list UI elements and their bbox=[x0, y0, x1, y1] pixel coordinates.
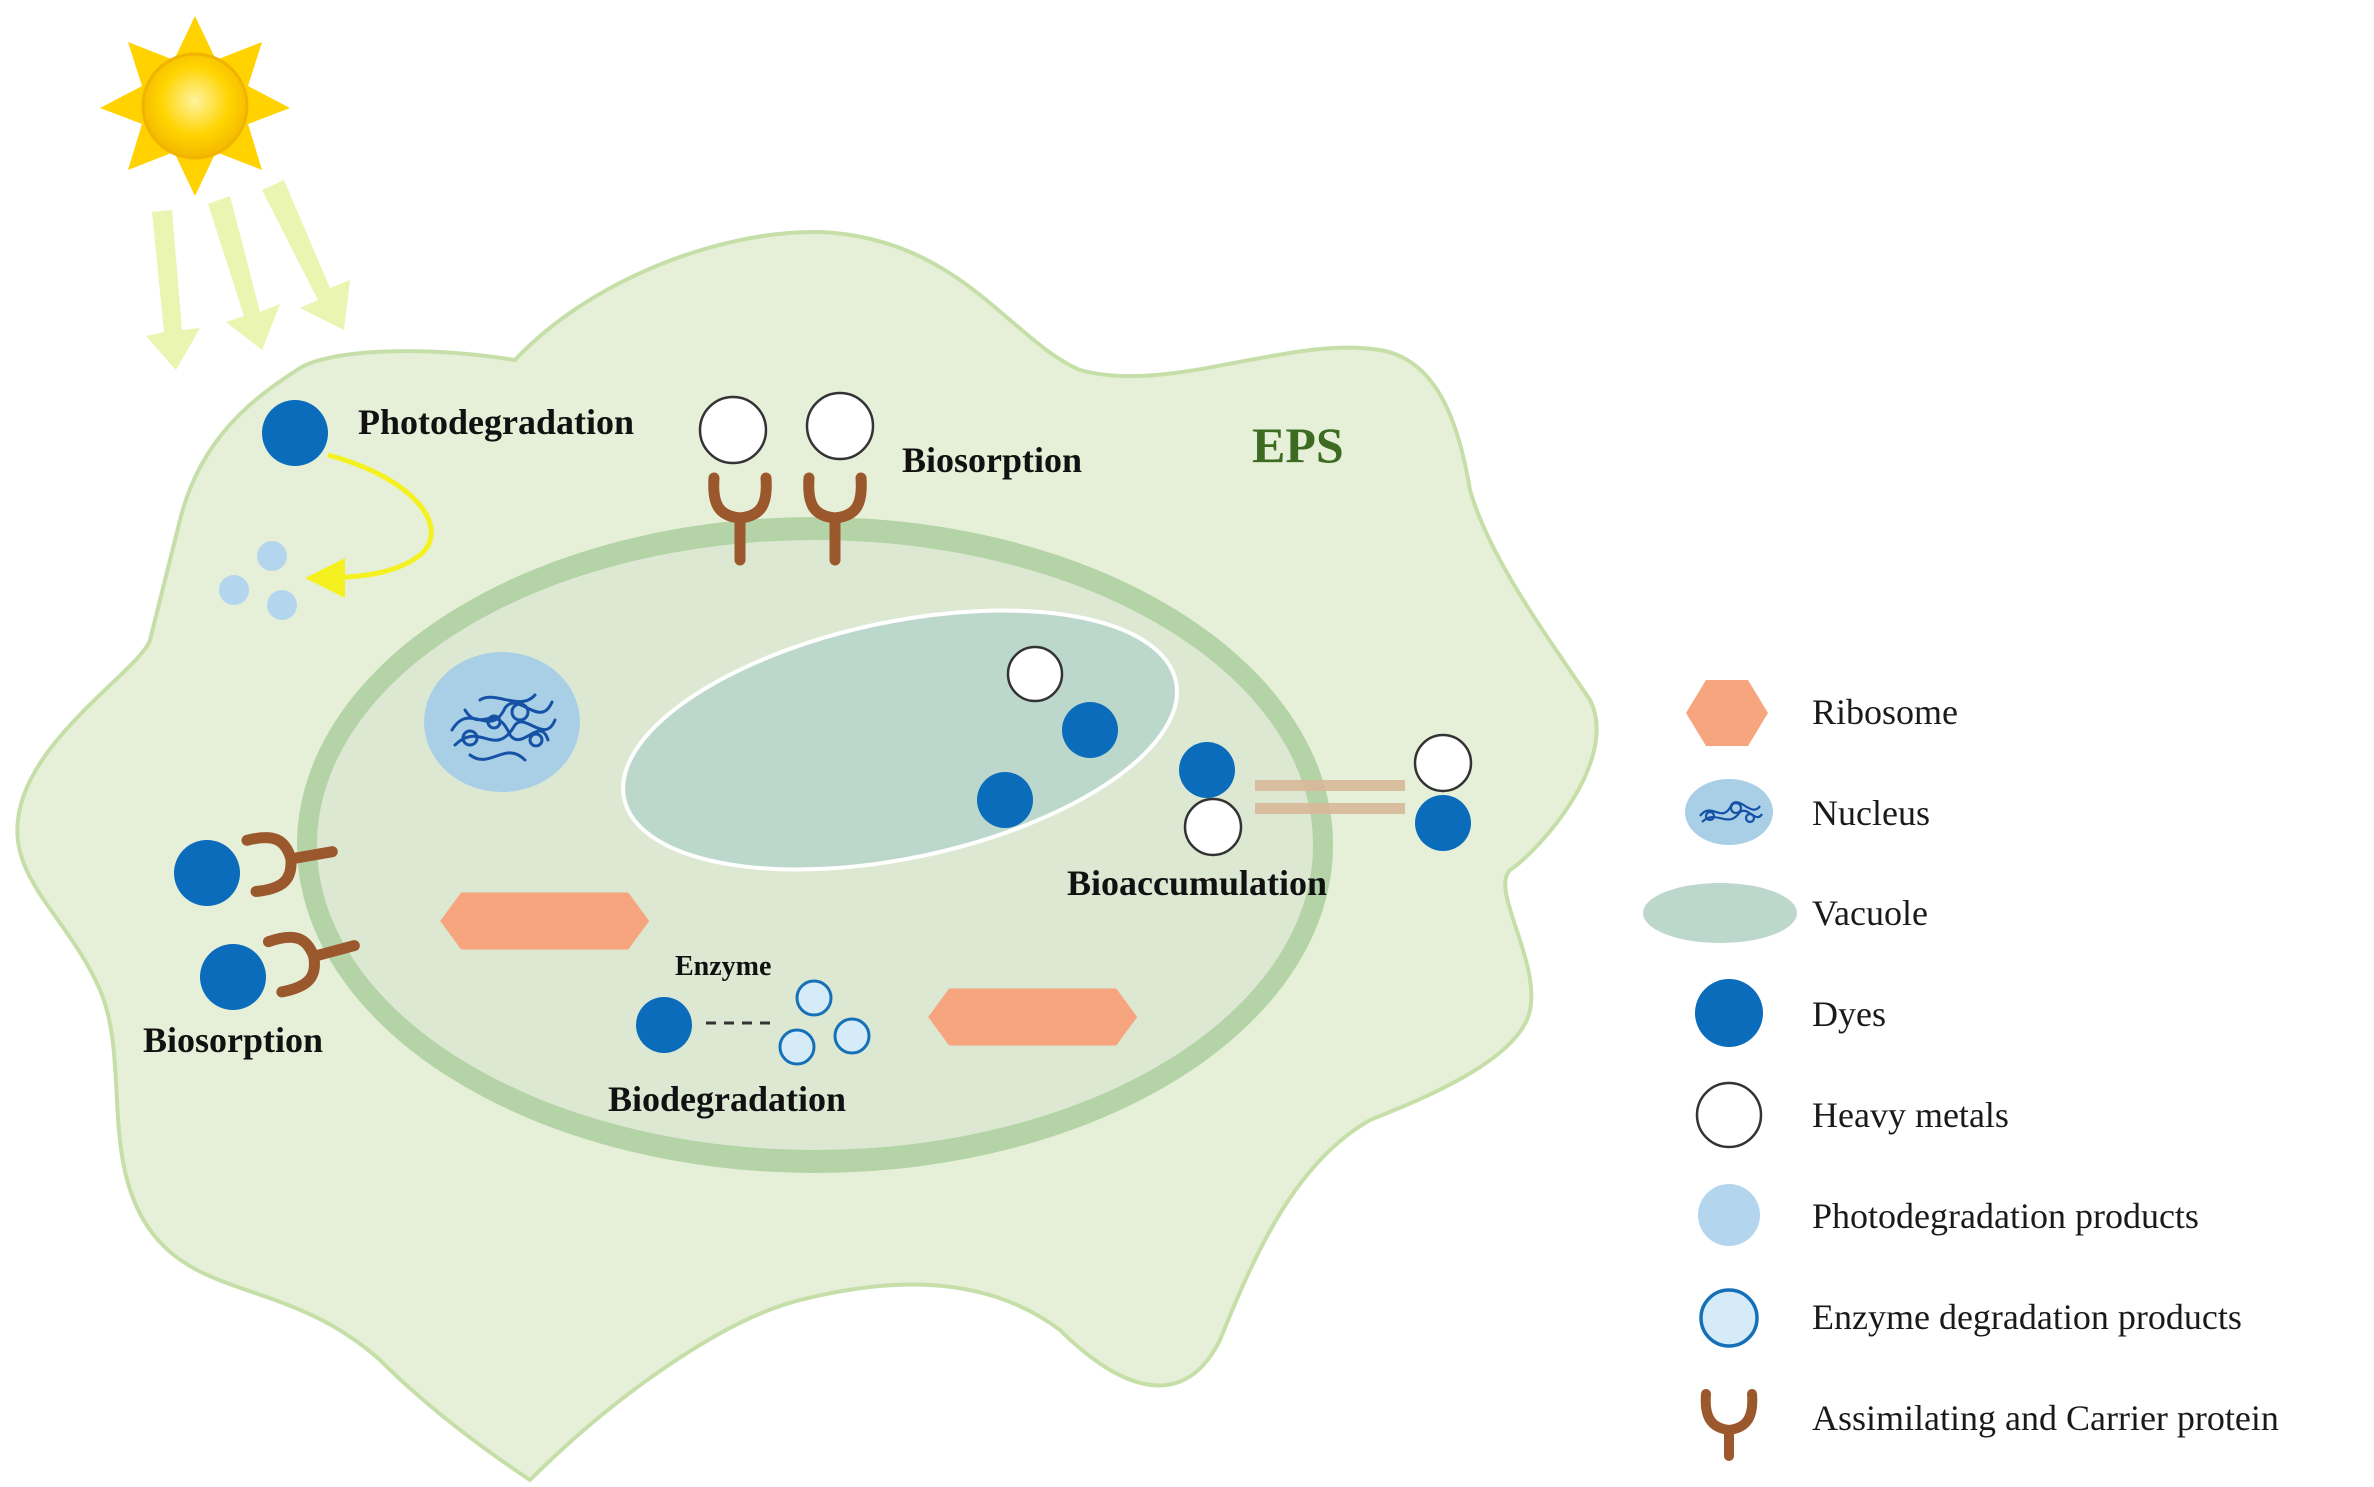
enzyme-degradation-product-icon bbox=[1699, 1288, 1759, 1348]
dye-bioaccumulation-out bbox=[1415, 795, 1471, 851]
photodegradation-products bbox=[219, 541, 297, 620]
legend-label-carrier-protein: Assimilating and Carrier protein bbox=[1812, 1398, 2279, 1438]
legend-item-heavy-metals: Heavy metals bbox=[1695, 1081, 2009, 1149]
label-enzyme: Enzyme bbox=[675, 951, 771, 982]
dna-icon bbox=[450, 693, 557, 762]
vacuole-icon bbox=[1643, 883, 1797, 943]
dye-biosorption-1 bbox=[174, 840, 240, 906]
ribosome-icon bbox=[1686, 680, 1768, 746]
ribosome-cluster-2 bbox=[928, 988, 1138, 1046]
legend-label-heavy-metals: Heavy metals bbox=[1812, 1095, 2009, 1135]
ribosome-cluster-1 bbox=[440, 892, 650, 950]
heavy-metal-top-2 bbox=[805, 391, 875, 461]
photodegradation-arrow bbox=[305, 452, 434, 598]
legend-label-enzyme-degradation-products: Enzyme degradation products bbox=[1812, 1297, 2242, 1337]
carrier-protein-icon bbox=[1700, 1389, 1758, 1461]
legend-item-photodegradation-products: Photodegradation products bbox=[1698, 1184, 2199, 1246]
label-photodegradation: Photodegradation bbox=[358, 402, 634, 442]
enzyme-degradation-products bbox=[778, 979, 871, 1066]
legend-item-nucleus: Nucleus bbox=[1685, 779, 1930, 845]
dye-biodegradation bbox=[636, 997, 692, 1053]
label-biodegradation: Biodegradation bbox=[608, 1079, 846, 1119]
label-bioaccumulation: Bioaccumulation bbox=[1067, 863, 1327, 903]
legend-label-vacuole: Vacuole bbox=[1812, 893, 1928, 933]
label-biosorption-left: Biosorption bbox=[143, 1020, 323, 1060]
legend-label-ribosome: Ribosome bbox=[1812, 692, 1958, 732]
legend-item-carrier-protein: Assimilating and Carrier protein bbox=[1700, 1389, 2279, 1461]
dye-bioaccumulation-in bbox=[1179, 742, 1235, 798]
sun-icon bbox=[100, 16, 290, 196]
nucleus bbox=[424, 652, 580, 792]
legend-item-dyes: Dyes bbox=[1695, 979, 1886, 1047]
heavy-metal-bioaccumulation-out bbox=[1413, 733, 1473, 793]
dye-photodegradation bbox=[262, 400, 328, 466]
dye-biosorption-2 bbox=[200, 944, 266, 1010]
transport-channel bbox=[1255, 780, 1405, 814]
dye-vacuole-1 bbox=[1062, 702, 1118, 758]
legend: Ribosome Nucleus Vacuole Dyes bbox=[1643, 680, 2279, 1461]
photodegradation-product-icon bbox=[1698, 1184, 1760, 1246]
legend-label-nucleus: Nucleus bbox=[1812, 793, 1930, 833]
dye-vacuole-2 bbox=[977, 772, 1033, 828]
sunlight-rays bbox=[146, 180, 350, 370]
dye-icon bbox=[1695, 979, 1763, 1047]
heavy-metal-icon bbox=[1695, 1081, 1763, 1149]
legend-label-dyes: Dyes bbox=[1812, 994, 1886, 1034]
legend-item-ribosome: Ribosome bbox=[1686, 680, 1958, 746]
label-biosorption-top: Biosorption bbox=[902, 440, 1082, 480]
nucleus-icon bbox=[1685, 779, 1773, 845]
label-eps: EPS bbox=[1252, 417, 1344, 473]
heavy-metal-vacuole bbox=[1006, 645, 1064, 703]
legend-label-photodegradation-products: Photodegradation products bbox=[1812, 1196, 2199, 1236]
heavy-metal-bioaccumulation-in bbox=[1183, 797, 1243, 857]
legend-item-enzyme-degradation-products: Enzyme degradation products bbox=[1699, 1288, 2242, 1348]
legend-item-vacuole: Vacuole bbox=[1643, 883, 1928, 943]
heavy-metal-top-1 bbox=[698, 395, 768, 465]
